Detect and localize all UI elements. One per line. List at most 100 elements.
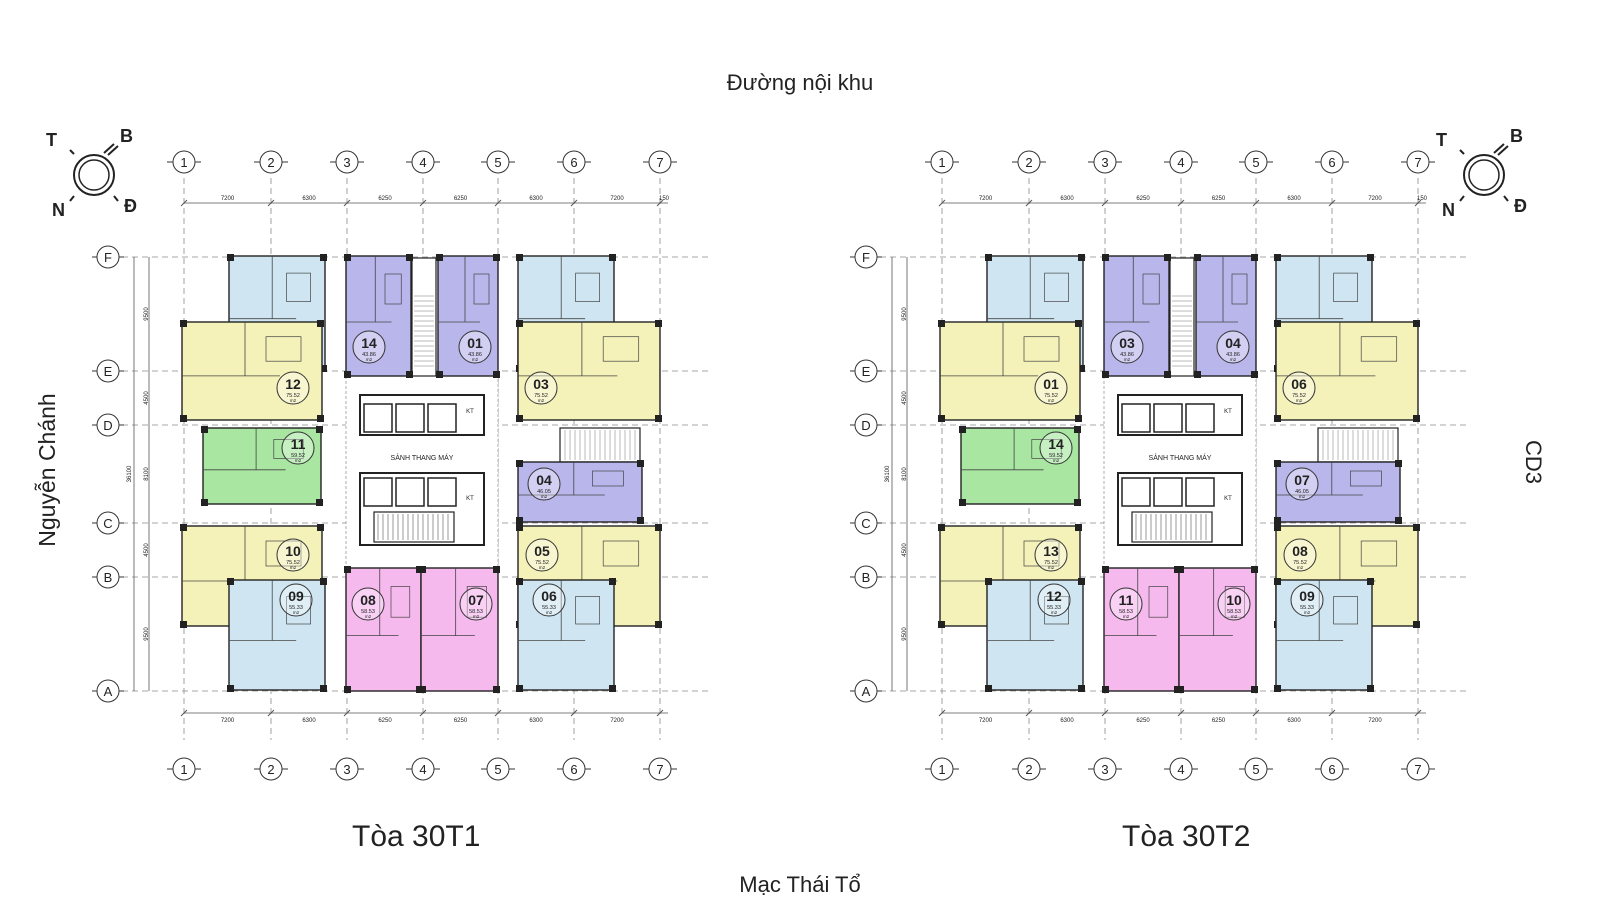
unit-area-unit: m2 [539, 565, 546, 570]
unit-area-unit: m2 [1048, 565, 1055, 570]
kt-label: KT [466, 496, 474, 502]
unit-area: 75.52 [1293, 560, 1307, 566]
building-core [345, 375, 499, 569]
svg-text:1: 1 [180, 762, 187, 777]
grid-axis-bubble: 1 [925, 757, 959, 781]
unit-area: 75.52 [534, 393, 548, 399]
dimension-tick [343, 709, 351, 717]
unit-number: 06 [1291, 376, 1307, 392]
unit-area-unit: m2 [290, 398, 297, 403]
unit-number: 04 [1225, 335, 1241, 351]
dimension-label: 6250 [378, 718, 392, 724]
compass-west-label: T [46, 130, 57, 150]
unit-area-unit: m2 [1124, 357, 1131, 362]
unit-number: 11 [291, 436, 306, 452]
dimension-tick [1328, 709, 1336, 717]
dimension-tick [570, 709, 578, 717]
svg-text:C: C [861, 516, 870, 531]
grid-axis-bubble: 7 [643, 757, 677, 781]
unit-area-unit: m2 [1048, 398, 1055, 403]
unit-area-unit: m2 [1299, 494, 1306, 499]
unit-area-unit: m2 [295, 458, 302, 463]
dimension-label: 7200 [1368, 196, 1382, 202]
unit-number: 08 [360, 592, 376, 608]
unit-area: 46.05 [537, 489, 551, 495]
compass-north-label: B [1510, 126, 1523, 146]
unit-area: 75.52 [1292, 393, 1306, 399]
grid-axis-bubble: 5 [1239, 150, 1273, 174]
unit-area-unit: m2 [538, 398, 545, 403]
svg-text:1: 1 [938, 155, 945, 170]
unit-area-unit: m2 [1230, 357, 1237, 362]
svg-text:7: 7 [1414, 762, 1421, 777]
dimension-label: 9500 [144, 627, 150, 641]
compass-right: T B N Đ [1432, 124, 1542, 224]
dimension-label: 6300 [302, 718, 316, 724]
unit-number: 05 [534, 543, 550, 559]
svg-text:6: 6 [570, 155, 577, 170]
unit-area-unit: m2 [365, 614, 372, 619]
grid-axis-bubble: E [92, 359, 124, 383]
svg-text:B: B [104, 570, 113, 585]
dimension-tick [938, 709, 946, 717]
dimension-label: 8100 [902, 467, 908, 481]
dimension-label: 36100 [127, 465, 133, 482]
svg-text:4: 4 [419, 155, 426, 170]
unit-number: 10 [285, 543, 301, 559]
grid-axis-bubble: 4 [406, 150, 440, 174]
unit-number: 12 [285, 376, 301, 392]
grid-axis-bubble: A [850, 679, 882, 703]
dimension-label: 4500 [144, 543, 150, 557]
dimension-label: 7200 [221, 196, 235, 202]
unit-area: 59.52 [1049, 453, 1063, 459]
unit-area: 58.53 [1227, 609, 1241, 615]
dimension-label: 6300 [1060, 196, 1074, 202]
svg-text:7: 7 [656, 155, 663, 170]
dimension-label: 7200 [610, 718, 624, 724]
svg-text:1: 1 [938, 762, 945, 777]
svg-text:1: 1 [180, 155, 187, 170]
svg-text:2: 2 [1025, 155, 1032, 170]
svg-text:D: D [103, 418, 112, 433]
dimension-tick [656, 709, 664, 717]
unit-area: 75.52 [1044, 560, 1058, 566]
dimension-tick [419, 709, 427, 717]
unit-area-unit: m2 [366, 357, 373, 362]
grid-axis-bubble: 6 [1315, 150, 1349, 174]
dimension-label: 6300 [1060, 718, 1074, 724]
dimension-label: 9500 [144, 307, 150, 321]
street-bottom-label: Mạc Thái Tổ [739, 872, 861, 897]
svg-text:E: E [862, 364, 871, 379]
unit-area: 43.86 [1120, 352, 1134, 358]
building-core [1103, 375, 1257, 569]
dimension-tick [1025, 709, 1033, 717]
unit-number: 14 [361, 335, 377, 351]
dimension-label: 36100 [885, 465, 891, 482]
dimension-tick [180, 709, 188, 717]
grid-axis-bubble: 7 [1401, 757, 1435, 781]
